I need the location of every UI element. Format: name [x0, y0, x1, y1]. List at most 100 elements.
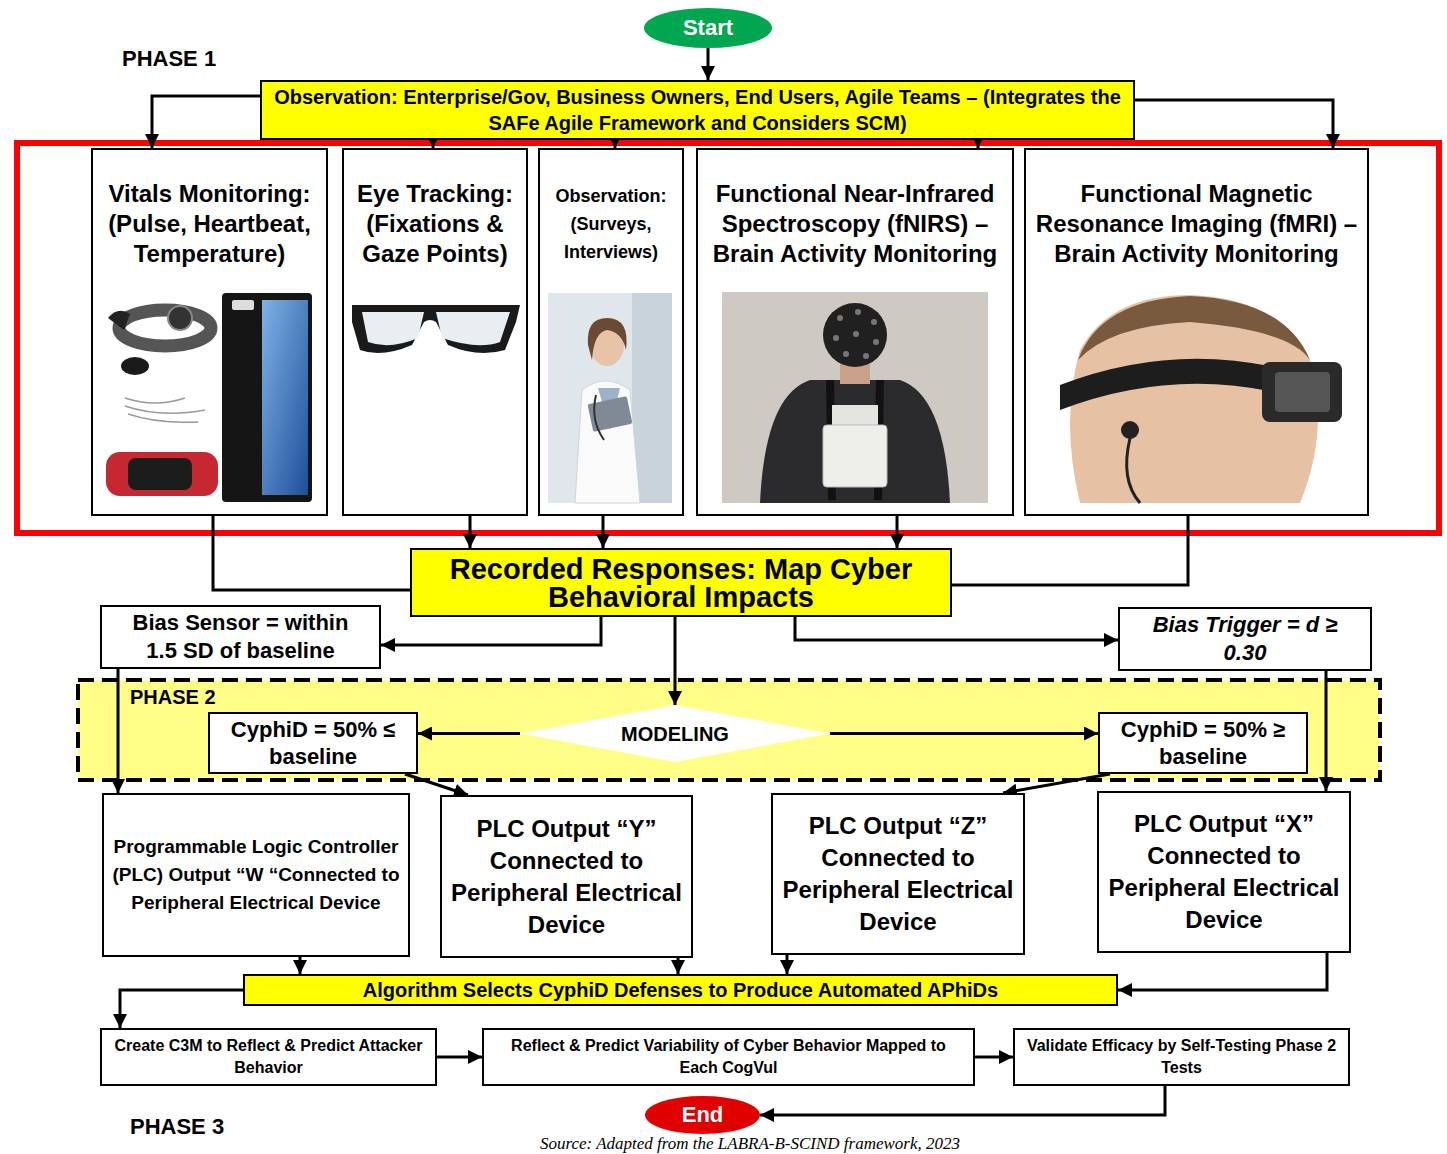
oval-shape — [645, 1096, 760, 1134]
flow-arrow — [1325, 671, 1328, 791]
phase-band: PHASE 2CyphiD = 50% ≤ baselineMODELINGCy… — [78, 680, 1380, 780]
box-text: End — [682, 1102, 724, 1128]
doctor-photo — [548, 293, 672, 503]
fnirs-cap-photo — [722, 292, 988, 503]
fmri-headset-photo — [1078, 296, 1310, 360]
flow-arrow — [975, 1056, 1013, 1059]
vitals-devices-photo — [222, 293, 312, 502]
recorded-responses-box: Recorded Responses: Map Cyber Behavioral… — [410, 548, 952, 617]
box-text: Functional Magnetic Resonance Imaging (f… — [1034, 156, 1359, 291]
box-text: Observation: (Surveys, Interviews) — [548, 156, 674, 291]
observation-box: Observation: Enterprise/Gov, Business Ow… — [260, 80, 1135, 140]
oval-shape — [644, 8, 772, 48]
box-text: Bias Sensor = within 1.5 SD of baseline — [116, 609, 365, 665]
bias-trigger-box: Bias Trigger = d ≥ 0.30 — [1118, 607, 1372, 671]
modeling-diamond: MODELING — [520, 705, 830, 762]
box-text: PLC Output “Z” Connected to Peripheral E… — [781, 810, 1015, 938]
vitals-devices-photo — [232, 300, 254, 310]
flow-arrow — [760, 1086, 1165, 1115]
box-text: Programmable Logic Controller (PLC) Outp… — [112, 833, 400, 917]
flow-arrow — [786, 955, 789, 974]
flow-arrow — [952, 516, 1188, 585]
fnirs-cap-photo — [843, 351, 849, 357]
algorithm-box: Algorithm Selects CyphiD Defenses to Pro… — [243, 974, 1118, 1006]
flow-arrow — [614, 140, 617, 148]
fmri-box: Functional Magnetic Resonance Imaging (f… — [1024, 148, 1369, 516]
vitals-devices-photo — [106, 452, 218, 496]
fnirs-cap-photo — [823, 425, 887, 487]
flow-arrow — [1118, 953, 1327, 990]
flow-arrow — [432, 140, 435, 148]
doctor-photo — [548, 293, 672, 503]
fnirs-cap-photo — [833, 309, 879, 359]
box-text: Functional Near-Infrared Spectroscopy (f… — [706, 156, 1004, 291]
cyphid-box: CyphiD = 50% ≤ baseline — [208, 712, 418, 774]
fnirs-box: Functional Near-Infrared Spectroscopy (f… — [696, 148, 1014, 516]
flow-arrow — [381, 617, 601, 645]
box-text: Reflect & Predict Variability of Cyber B… — [492, 1035, 965, 1079]
fnirs-cap-photo — [837, 315, 843, 321]
flow-arrow — [977, 140, 980, 148]
flow-arrow — [602, 516, 605, 548]
flow-arrow — [707, 48, 710, 80]
fnirs-cap-photo — [760, 380, 950, 503]
vitals-box: Vitals Monitoring: (Pulse, Heartbeat, Te… — [91, 148, 328, 516]
box-text: Recorded Responses: Map Cyber Behavioral… — [420, 555, 942, 611]
vitals-devices-photo — [106, 293, 312, 502]
eye-tracking-glasses — [352, 305, 520, 353]
phase-band-fill — [78, 680, 1380, 780]
flow-arrow — [795, 617, 1118, 640]
bias-sensor-box: Bias Sensor = within 1.5 SD of baseline — [100, 605, 381, 669]
vitals-devices-photo — [168, 306, 192, 330]
flow-arrow — [418, 732, 520, 735]
box-text: PLC Output “X” Connected to Peripheral E… — [1107, 808, 1341, 936]
flow-arrow — [120, 990, 243, 1028]
flow-arrow — [437, 1056, 482, 1059]
eye-tracking-box: Eye Tracking: (Fixations & Gaze Points) — [342, 148, 528, 516]
plc-box: PLC Output “Y” Connected to Peripheral E… — [440, 795, 693, 958]
flow-arrow — [896, 516, 899, 548]
doctor-photo — [588, 318, 627, 360]
plc-box: PLC Output “Z” Connected to Peripheral E… — [771, 793, 1025, 955]
doctor-photo — [575, 381, 640, 503]
flow-arrow — [677, 958, 680, 974]
eye-tracking-glasses — [352, 305, 520, 353]
highlight-frame — [17, 143, 1439, 533]
doctor-photo — [594, 395, 604, 440]
start-oval: Start — [644, 8, 772, 48]
flow-arrow — [152, 96, 260, 148]
box-text: Create C3M to Reflect & Predict Attacker… — [110, 1035, 427, 1079]
survey-box: Observation: (Surveys, Interviews) — [538, 148, 684, 516]
plc-box: PLC Output “X” Connected to Peripheral E… — [1097, 791, 1351, 953]
vitals-devices-photo — [108, 311, 130, 330]
flow-arrow — [299, 957, 302, 974]
flow-arrow — [1135, 100, 1333, 148]
flow-arrow — [830, 732, 1098, 735]
box-text: Start — [683, 15, 733, 41]
box-text: Eye Tracking: (Fixations & Gaze Points) — [352, 156, 518, 291]
fnirs-cap-photo — [863, 353, 869, 359]
box-text: MODELING — [621, 722, 729, 746]
phase-label: PHASE 1 — [122, 46, 216, 72]
vitals-devices-photo — [262, 300, 308, 495]
box-text: Observation: Enterprise/Gov, Business Ow… — [270, 84, 1125, 136]
diamond-shape — [520, 705, 830, 762]
box-text: CyphiD = 50% ≤ baseline — [218, 716, 408, 770]
fmri-headset-photo — [1275, 372, 1330, 412]
box-text: PHASE 2 — [130, 685, 216, 709]
fnirs-cap-photo — [873, 339, 879, 345]
doctor-photo — [632, 293, 672, 503]
fnirs-cap-photo — [853, 331, 859, 337]
eye-tracking-glasses — [436, 312, 510, 345]
vitals-devices-photo — [119, 310, 211, 346]
eye-tracking-glasses — [362, 312, 424, 345]
fnirs-cap-photo — [833, 335, 839, 341]
phase3-box: Validate Efficacy by Self-Testing Phase … — [1013, 1028, 1350, 1086]
box-text: PLC Output “Y” Connected to Peripheral E… — [450, 813, 683, 941]
source-caption: Source: Adapted from the LABRA-B-SCIND f… — [330, 1134, 1170, 1153]
fmri-headset-photo — [1060, 295, 1342, 503]
fnirs-cap-photo — [823, 303, 887, 367]
box-text: Validate Efficacy by Self-Testing Phase … — [1023, 1035, 1340, 1079]
